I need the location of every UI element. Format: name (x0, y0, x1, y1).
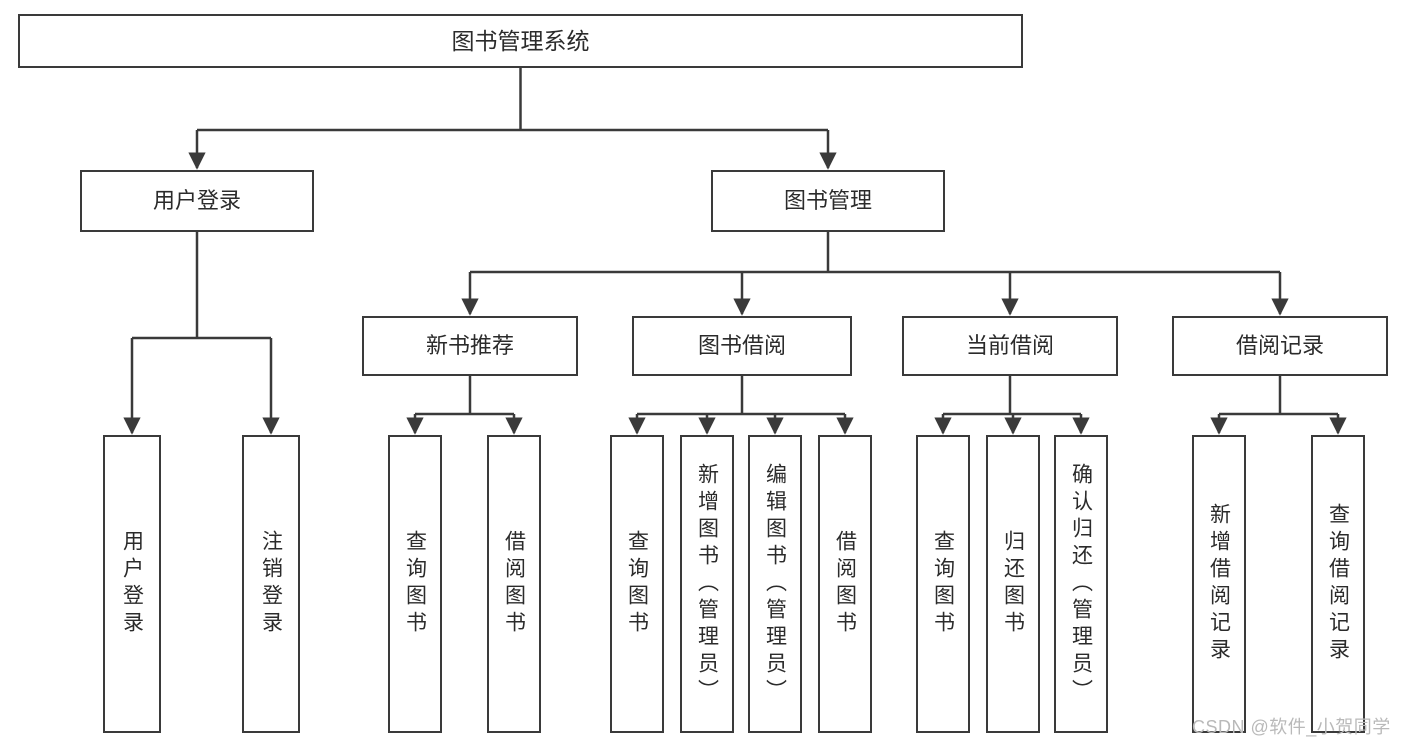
node-label: 用户登录 (152, 188, 241, 213)
node-label: 归还图书 (1001, 530, 1025, 638)
node-label: 用户登录 (120, 530, 144, 638)
node-new-book-recommend[interactable]: 新书推荐 (362, 316, 578, 376)
node-label: 图书管理 (783, 188, 872, 213)
node-label: 查询图书 (931, 530, 955, 638)
node-label: 借阅图书 (502, 530, 526, 638)
node-label: 新增图书（管理员） (695, 462, 719, 706)
node-current-borrow[interactable]: 当前借阅 (902, 316, 1118, 376)
node-book-manage[interactable]: 图书管理 (711, 170, 945, 232)
node-leaf-user-logout[interactable]: 注销登录 (242, 435, 300, 733)
node-root[interactable]: 图书管理系统 (18, 14, 1023, 68)
node-leaf-add-record[interactable]: 新增借阅记录 (1192, 435, 1246, 733)
node-borrow-record[interactable]: 借阅记录 (1172, 316, 1388, 376)
node-leaf-return-book[interactable]: 归还图书 (986, 435, 1040, 733)
node-label: 确认归还（管理员） (1069, 462, 1093, 706)
node-leaf-borrow-book-2[interactable]: 借阅图书 (818, 435, 872, 733)
node-book-borrow[interactable]: 图书借阅 (632, 316, 852, 376)
node-label: 编辑图书（管理员） (763, 462, 787, 706)
node-label: 查询借阅记录 (1326, 503, 1350, 665)
node-leaf-user-login[interactable]: 用户登录 (103, 435, 161, 733)
node-leaf-edit-book[interactable]: 编辑图书（管理员） (748, 435, 802, 733)
node-user-login[interactable]: 用户登录 (80, 170, 314, 232)
node-leaf-add-book[interactable]: 新增图书（管理员） (680, 435, 734, 733)
node-leaf-query-record[interactable]: 查询借阅记录 (1311, 435, 1365, 733)
node-label: 借阅图书 (833, 530, 857, 638)
node-label: 新增借阅记录 (1207, 503, 1231, 665)
csdn-watermark: CSDN @软件_小贺同学 (1192, 717, 1391, 737)
node-leaf-query-book-3[interactable]: 查询图书 (916, 435, 970, 733)
node-label: 注销登录 (259, 530, 283, 638)
node-label: 查询图书 (403, 530, 427, 638)
node-label: 借阅记录 (1235, 333, 1324, 358)
node-label: 图书管理系统 (451, 27, 590, 54)
node-leaf-query-book-2[interactable]: 查询图书 (610, 435, 664, 733)
node-label: 图书借阅 (697, 333, 786, 358)
node-label: 当前借阅 (965, 333, 1054, 358)
node-leaf-borrow-book-1[interactable]: 借阅图书 (487, 435, 541, 733)
node-label: 新书推荐 (425, 333, 514, 358)
node-leaf-query-book-1[interactable]: 查询图书 (388, 435, 442, 733)
node-leaf-confirm-return[interactable]: 确认归还（管理员） (1054, 435, 1108, 733)
node-label: 查询图书 (625, 530, 649, 638)
